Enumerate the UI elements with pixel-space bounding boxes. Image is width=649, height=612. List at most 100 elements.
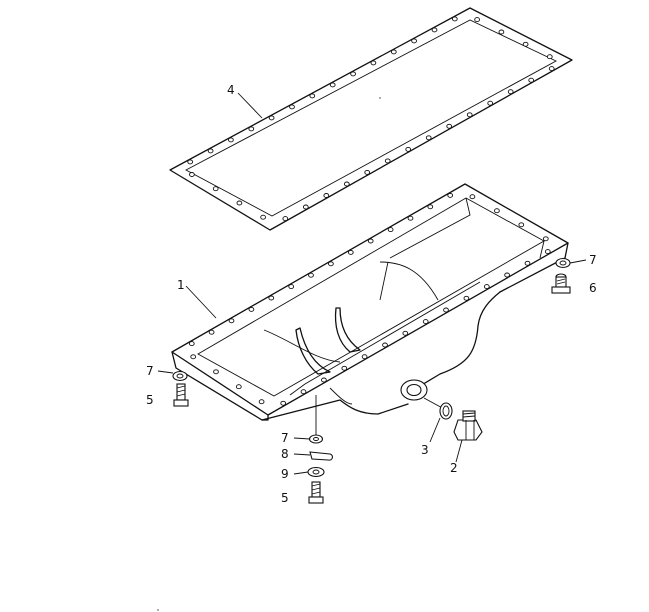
oil-pan	[171, 183, 569, 421]
bolt-hole	[498, 29, 505, 35]
bolt-hole	[207, 148, 214, 154]
bolt-hole	[548, 66, 555, 72]
bolt-hole	[343, 181, 350, 187]
bolt-hole	[425, 135, 432, 141]
bolt-hole	[350, 71, 356, 77]
gasket-bolt-holes	[187, 16, 555, 222]
callout-5-bottom: 5	[281, 491, 289, 505]
leader-lines	[157, 92, 587, 475]
bolt-hole	[382, 342, 388, 348]
gasket	[169, 7, 573, 231]
bolt-hole	[370, 60, 377, 66]
bolt-hole	[329, 82, 336, 88]
bolt-hole	[402, 330, 409, 336]
bolt-hole	[446, 123, 453, 129]
bolt-hole	[451, 16, 458, 22]
bolt-hole	[236, 200, 243, 206]
bolt-left	[173, 383, 189, 407]
bolt-hole	[387, 227, 394, 233]
bolt-hole	[268, 115, 275, 121]
callout-7-right: 7	[589, 253, 597, 267]
bolt-hole	[190, 354, 197, 360]
bolt-hole	[268, 295, 275, 301]
bolt-hole	[411, 38, 417, 44]
bolt-hole	[518, 222, 525, 228]
callout-9: 9	[281, 467, 289, 481]
bolt-hole	[544, 249, 551, 255]
bolt-hole	[248, 306, 255, 312]
bolt-hole	[228, 137, 234, 143]
bolt-hole	[280, 400, 287, 406]
callout-1: 1	[177, 278, 185, 292]
bolt-hole	[288, 284, 295, 290]
washer-right	[555, 257, 571, 269]
speck-mark	[157, 609, 159, 611]
bolt-hole	[483, 284, 490, 290]
bolt-hole	[341, 365, 348, 371]
bolt-hole	[390, 49, 397, 55]
bolt-hole	[248, 126, 255, 132]
bolt-hole	[328, 261, 334, 267]
bolt-hole	[235, 384, 242, 390]
callout-8: 8	[281, 447, 289, 461]
drain-plug	[453, 410, 483, 441]
bolt-hole	[361, 354, 368, 360]
bolt-hole	[405, 146, 412, 152]
bolt-hole	[321, 377, 327, 383]
speck-mark	[379, 97, 381, 99]
bolt-hole	[507, 89, 514, 95]
bolt-hole	[302, 204, 309, 210]
bolt-hole	[504, 272, 510, 278]
bolt-hole	[323, 193, 330, 198]
bolt-hole	[469, 194, 476, 200]
bolt-hole	[308, 272, 314, 278]
bolt-hole	[487, 100, 494, 106]
bolt-hole	[524, 260, 531, 266]
bolt-hole	[494, 208, 500, 214]
bolt-hole	[212, 186, 219, 192]
callout-3: 3	[421, 443, 429, 457]
bolt-hole	[289, 104, 295, 110]
washer-bottom	[308, 434, 324, 444]
washer-left	[172, 370, 188, 382]
bolt-hole	[347, 249, 354, 255]
callout-7-left: 7	[146, 364, 154, 378]
bolt-hole	[189, 172, 195, 177]
bolt-right	[551, 273, 571, 294]
callouts: 4 1 7 6 7 5 7 8 9 5 3 2	[146, 83, 597, 505]
bolt-hole	[407, 215, 414, 221]
bolt-hole	[542, 236, 549, 242]
bolt-hole	[228, 318, 235, 324]
bolt-hole	[258, 399, 265, 405]
bolt-hole	[282, 216, 289, 222]
bolt-hole	[546, 54, 553, 60]
o-ring	[439, 402, 453, 420]
callout-7-bottom: 7	[281, 431, 289, 445]
bolt-hole	[260, 214, 266, 220]
callout-2: 2	[450, 461, 458, 475]
bolt-hole	[213, 369, 219, 375]
bolt-hole	[300, 389, 307, 395]
bolt-hole	[466, 112, 473, 118]
bolt-hole	[447, 192, 454, 198]
bolt-hole	[522, 41, 529, 47]
bolt-hole	[427, 204, 434, 210]
bolt-hole	[474, 17, 480, 23]
bolt-bottom	[308, 481, 324, 504]
pan-flange-bolt-holes	[188, 192, 551, 406]
bolt-hole	[187, 159, 194, 165]
clip	[309, 451, 333, 461]
bolt-hole	[384, 158, 391, 164]
callout-4: 4	[227, 83, 235, 97]
bolt-hole	[208, 329, 215, 335]
callout-6: 6	[589, 281, 597, 295]
bolt-hole	[431, 27, 438, 33]
bolt-hole	[367, 238, 374, 244]
bolt-hole	[528, 77, 535, 83]
bolt-hole	[443, 307, 449, 313]
callout-5-left: 5	[146, 393, 154, 407]
bolt-hole	[309, 93, 316, 99]
bolt-hole	[463, 295, 470, 301]
bolt-hole	[364, 169, 371, 175]
